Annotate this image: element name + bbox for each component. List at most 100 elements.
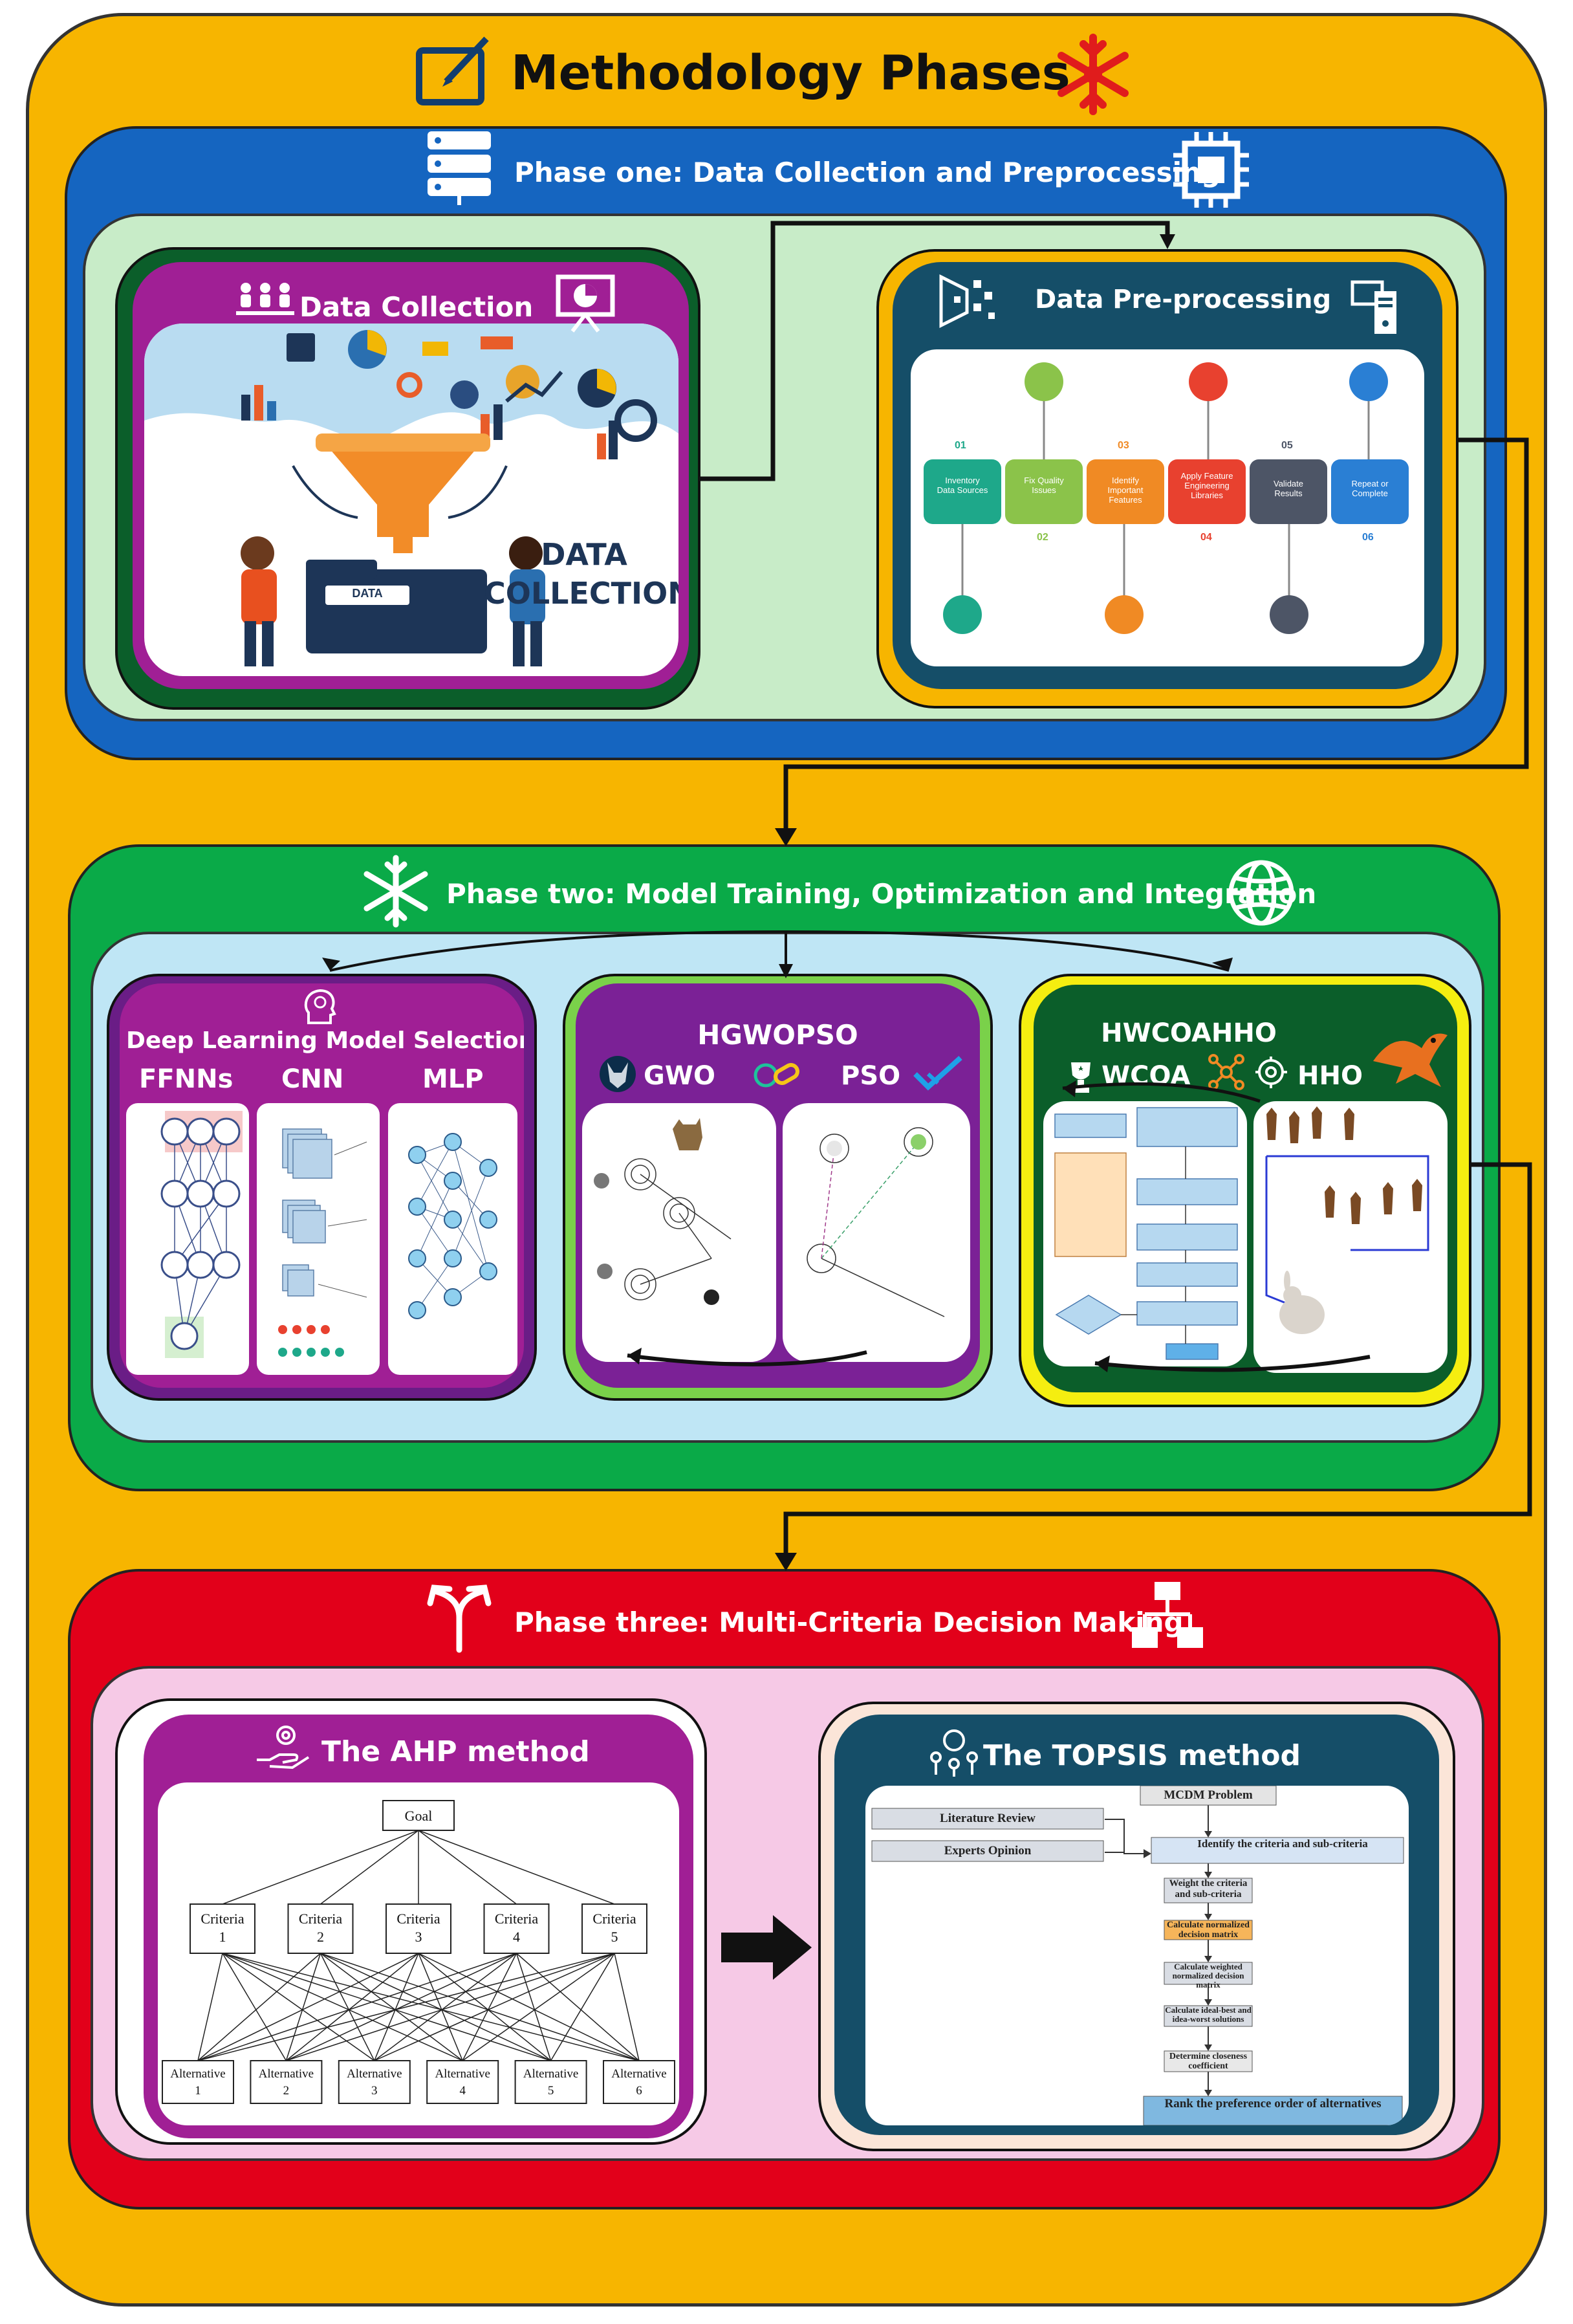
cnn-diagram — [257, 1103, 380, 1375]
ahp-criteria-number: 3 — [415, 1929, 422, 1945]
step-num-04: 04 — [1200, 532, 1212, 543]
hierarchy-icon — [1129, 1579, 1206, 1653]
mlp-diagram — [388, 1103, 517, 1375]
collection-banner-line1: DATA — [541, 537, 627, 572]
team-network-icon — [928, 1726, 980, 1778]
network-icon — [1207, 1053, 1246, 1091]
ahp-edge — [320, 1953, 551, 2061]
topsis-step-7: Determine closeness coefficient — [1169, 2052, 1248, 2071]
globe-icon — [1226, 857, 1297, 928]
ahp-criteria-label: Criteria — [201, 1911, 244, 1927]
ahp-edge — [197, 1953, 223, 2061]
step-num-06: 06 — [1362, 532, 1374, 543]
ahp-edge — [418, 1953, 552, 2061]
step-num-02: 02 — [1037, 532, 1048, 543]
topsis-step-4: Calculate normalized decision matrix — [1167, 1920, 1250, 1940]
ahp-edge — [516, 1953, 640, 2061]
ahp-edge — [550, 1953, 615, 2061]
split-arrow-icon — [424, 1579, 495, 1653]
dl-title: Deep Learning Model Selection — [126, 1027, 524, 1054]
ahp-edge — [515, 1953, 552, 2061]
topsis-step-8: Rank the preference order of alternative… — [1164, 2097, 1382, 2110]
cycle-arrow — [627, 1348, 867, 1366]
hwcoahho-title: HWCOAHHO — [1101, 1018, 1277, 1048]
hho-diagram — [1253, 1101, 1448, 1373]
data-collection-illustration: DATA DATA COLLECTION — [144, 323, 678, 676]
ahp-edge — [462, 1953, 615, 2061]
ahp-edge — [320, 1953, 640, 2061]
preprocessing-infographic: 01 02 03 04 05 06 Inventory Data Sources… — [911, 349, 1424, 666]
ahp-edge — [197, 1953, 517, 2061]
ahp-criteria-number: 5 — [611, 1929, 618, 1945]
ahp-edge — [222, 1953, 640, 2061]
ahp-criteria-number: 1 — [219, 1929, 226, 1945]
ahp-edge — [418, 1953, 640, 2061]
ahp-goal-label: Goal — [405, 1808, 433, 1824]
gear-circuit-icon — [1253, 1055, 1289, 1090]
ahp-edge — [222, 1953, 551, 2061]
double-check-icon — [912, 1055, 970, 1093]
ahp-criteria-number: 2 — [317, 1929, 324, 1945]
ahp-alternative-label: Alternative — [523, 2067, 578, 2081]
topsis-step-1: MCDM Problem — [1164, 1788, 1253, 1802]
step-num-03: 03 — [1118, 440, 1129, 451]
ahp-criteria-label: Criteria — [396, 1911, 440, 1927]
ahp-edge — [374, 1953, 517, 2061]
ahp-edge — [222, 1953, 287, 2061]
hwcoahho-inner: HWCOAHHO WCOA HHO — [1034, 985, 1457, 1392]
pso-diagram — [783, 1103, 970, 1362]
wcoa-flowchart — [1043, 1101, 1247, 1366]
step-label-04: Apply Feature Engineering Libraries — [1180, 471, 1233, 500]
ahp-edge — [374, 1953, 615, 2061]
ahp-edge — [222, 1830, 419, 1905]
ahp-alternative-box — [603, 2060, 675, 2104]
gwo-diagram — [582, 1103, 776, 1362]
cycle-arrow — [1094, 1355, 1371, 1372]
step-label-06: Repeat or Complete — [1351, 479, 1389, 498]
page-title: Methodology Phases — [511, 45, 1070, 101]
ahp-alternative-label: Alternative — [611, 2067, 666, 2081]
wolf-icon — [598, 1055, 637, 1093]
ahp-edge — [418, 1830, 517, 1905]
ahp-alternative-label: Alternative — [347, 2067, 402, 2081]
data-collection-title: Data Collection — [299, 291, 534, 323]
ahp-title: The AHP method — [321, 1735, 590, 1768]
step-label-01: Inventory Data Sources — [937, 476, 988, 495]
ffnn-diagram — [126, 1103, 249, 1375]
hand-gear-icon — [254, 1721, 312, 1773]
ahp-edge — [462, 1953, 517, 2061]
ahp-edge — [222, 1953, 463, 2061]
topsis-step-3: Weight the criteria and sub-criteria — [1169, 1878, 1248, 1900]
ahp-edge — [418, 1830, 615, 1905]
ahp-criteria-label: Criteria — [592, 1911, 636, 1927]
hho-label: HHO — [1297, 1061, 1363, 1091]
ahp-edge — [286, 1953, 615, 2061]
topsis-inner: The TOPSIS method — [834, 1715, 1439, 2135]
step-label-05: Validate Results — [1273, 479, 1303, 498]
collection-banner-line2: COLLECTION — [484, 576, 678, 611]
ahp-criteria-label: Criteria — [495, 1911, 538, 1927]
ahp-alternative-number: 4 — [459, 2084, 466, 2098]
brain-head-icon — [302, 987, 338, 1025]
cpu-chip-icon — [1171, 129, 1252, 210]
phase1-title: Phase one: Data Collection and Preproces… — [514, 157, 1221, 188]
ahp-alternative-label: Alternative — [259, 2067, 314, 2081]
ahp-alternative-label: Alternative — [170, 2067, 225, 2081]
snowflake-icon — [1051, 32, 1135, 116]
model-ffnns: FFNNs — [139, 1064, 233, 1094]
topsis-title: The TOPSIS method — [983, 1739, 1301, 1772]
ahp-alternative-box — [250, 2060, 323, 2104]
topsis-input-literature: Literature Review — [940, 1812, 1036, 1825]
computer-tower-icon — [1349, 278, 1400, 336]
ahp-alternative-label: Alternative — [435, 2067, 490, 2081]
ahp-edge — [285, 1953, 321, 2061]
step-label-02: Fix Quality Issues — [1024, 476, 1064, 495]
phase2-title: Phase two: Model Training, Optimization … — [446, 878, 1317, 910]
model-cnn: CNN — [281, 1064, 344, 1094]
ahp-edge — [285, 1953, 419, 2061]
step-num-05: 05 — [1281, 440, 1293, 451]
trophy-icon — [1065, 1059, 1097, 1095]
ahp-edge — [320, 1953, 463, 2061]
topsis-step-6: Calculate ideal-best and idea-worst solu… — [1165, 2005, 1252, 2024]
